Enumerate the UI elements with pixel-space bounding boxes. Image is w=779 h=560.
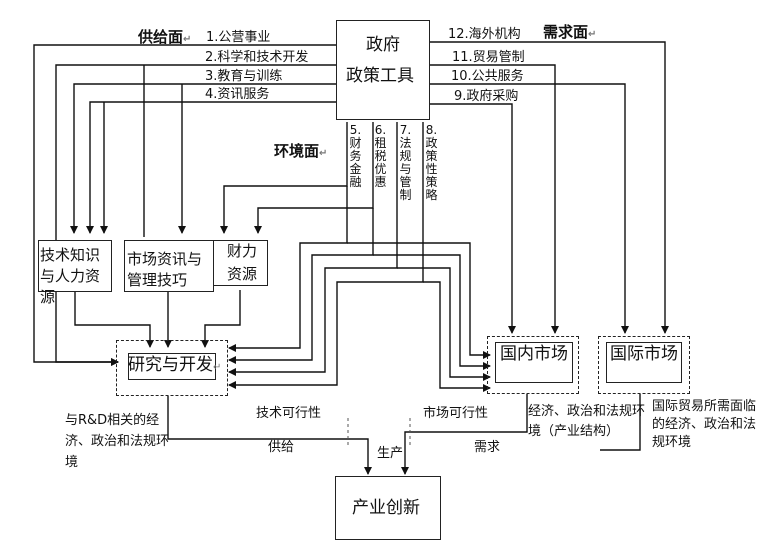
- policy-box-line1: 政府: [366, 37, 400, 54]
- env-tool-6: 6.租税优惠: [374, 124, 387, 189]
- supply-tool-2: 2.科学和技术开发: [205, 51, 308, 64]
- supply-tool-3: 3.教育与训练: [205, 70, 282, 83]
- env-tool-5: 5.财务金融: [349, 124, 362, 189]
- demand-tool-9: 9.政府采购: [454, 90, 518, 103]
- domestic-market-label: 国内市场: [500, 346, 568, 363]
- note-domestic-env: 经济、政治和法规环境（产业结构）: [528, 402, 648, 442]
- rnd-label: 研究与开发↵: [128, 357, 221, 374]
- section-supply: 供给面↵: [138, 30, 191, 45]
- resource-tech-label: 技术知识与人力资源: [40, 245, 112, 308]
- supply-tool-1: 1.公营事业: [206, 31, 270, 44]
- line-supply-2: [56, 65, 336, 362]
- label-demand: 需求: [474, 441, 500, 454]
- section-demand: 需求面↵: [543, 25, 596, 40]
- label-market-feasibility: 市场可行性: [423, 407, 488, 420]
- demand-tool-12: 12.海外机构: [448, 28, 521, 41]
- line-finance-to-rnd: [205, 290, 240, 347]
- line-demand-9: [430, 104, 512, 333]
- note-rnd-env: 与R&D相关的经济、政治和法规环境: [65, 410, 180, 473]
- line-demand-11: [430, 65, 555, 333]
- env-tool-8: 8.政策性策略: [425, 124, 438, 202]
- line-env-dom-1: [347, 243, 490, 355]
- line-supply-1: [34, 45, 336, 362]
- intl-market-label: 国际市场: [610, 346, 678, 363]
- line-demand-12: [430, 42, 665, 333]
- label-supply: 供给: [268, 441, 294, 454]
- resource-market-info-label: 市场资讯与管理技巧: [127, 249, 213, 291]
- section-environment: 环境面↵: [274, 144, 327, 159]
- line-env-dom-4: [423, 282, 490, 388]
- label-tech-feasibility: 技术可行性: [256, 407, 321, 420]
- env-tool-7: 7.法规与管制: [399, 124, 412, 202]
- label-production: 生产: [377, 447, 403, 460]
- note-intl-env: 国际贸易所需面临的经济、政治和法规环境: [652, 398, 762, 452]
- outcome-label: 产业创新: [352, 500, 420, 517]
- demand-tool-11: 11.贸易管制: [452, 51, 525, 64]
- line-env-dom-2: [373, 255, 490, 366]
- policy-box-line2: 政策工具: [346, 68, 414, 85]
- demand-tool-10: 10.公共服务: [451, 70, 524, 83]
- line-demand-10: [430, 84, 625, 333]
- line-env-dom-3: [397, 268, 490, 377]
- supply-tool-4: 4.资讯服务: [205, 88, 269, 101]
- resource-finance-label: 财力资源: [224, 240, 260, 286]
- line-env-5: [224, 122, 347, 233]
- line-supply-4: [90, 102, 336, 233]
